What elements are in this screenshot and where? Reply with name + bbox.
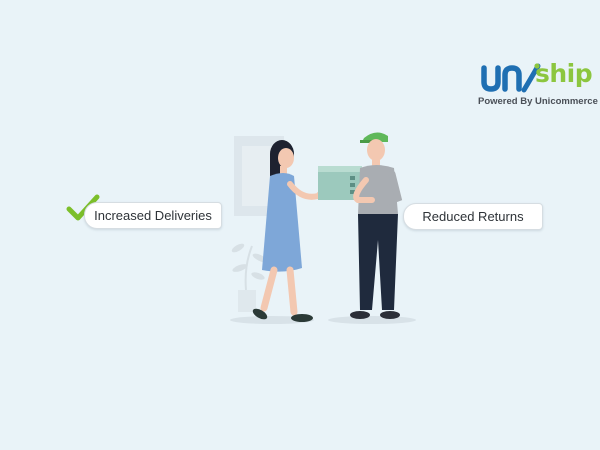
parcel-handover-illustration bbox=[230, 132, 416, 324]
delivery-man-figure bbox=[350, 132, 403, 319]
uniship-logo: ship Powered By Unicommerce bbox=[478, 59, 598, 110]
reduced-returns-label: Reduced Returns bbox=[403, 203, 543, 230]
logo-tagline: Powered By Unicommerce bbox=[478, 96, 598, 107]
logo-wordmark: ship bbox=[535, 59, 593, 88]
increased-deliveries-label: Increased Deliveries bbox=[84, 202, 222, 229]
woman-figure bbox=[252, 140, 329, 322]
uni-logo-mark-icon bbox=[481, 63, 541, 93]
